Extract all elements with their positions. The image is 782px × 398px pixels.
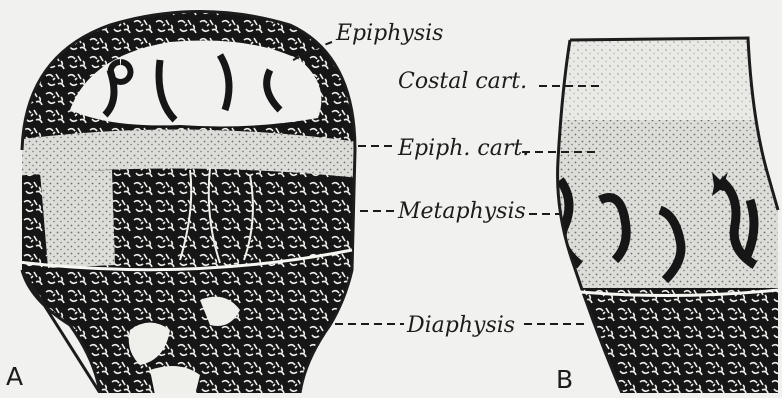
label-metaphysis: Metaphysis xyxy=(397,199,526,224)
label-diaphysis: Diaphysis xyxy=(406,313,515,338)
label-epiph-cart: Epiph. cart. xyxy=(397,136,529,161)
bone-b-section xyxy=(540,0,782,393)
label-epiphysis: Epiphysis xyxy=(335,21,443,46)
panel-label-b: B xyxy=(556,365,573,393)
bone-a-section xyxy=(0,0,400,393)
label-costal-cart: Costal cart. xyxy=(398,69,527,94)
panel-label-a: A xyxy=(6,362,23,391)
